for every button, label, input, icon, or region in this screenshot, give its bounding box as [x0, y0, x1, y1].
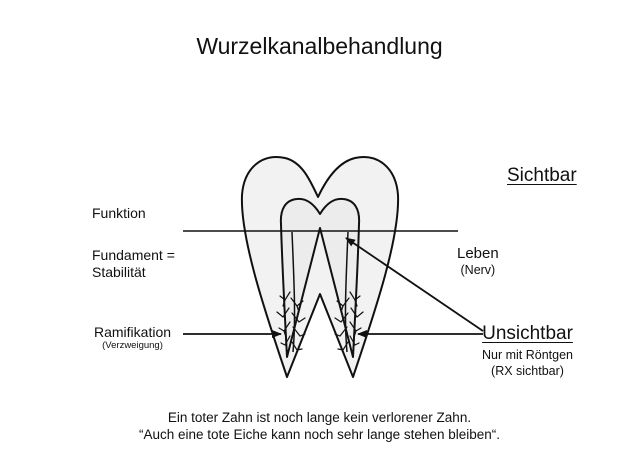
ramification-right [334, 291, 364, 351]
unsichtbar-text: Unsichtbar [482, 323, 573, 344]
ramification-label: Ramifikation (Verzweigung) [94, 325, 171, 351]
roentgen-line2: (RX sichtbar) [491, 363, 564, 378]
nerv-text: (Nerv) [460, 263, 496, 277]
canal-wall-left [291, 231, 296, 353]
funktion-label: Funktion [92, 205, 146, 221]
fundament-label: Fundament = Stabilität [92, 247, 175, 281]
footer-line1: Ein toter Zahn ist noch lange kein verlo… [167, 410, 472, 425]
leben-label: Leben (Nerv) [457, 246, 499, 277]
leben-text: Leben [457, 245, 499, 262]
footer-line2: “Auch eine tote Eiche kann noch sehr lan… [139, 427, 500, 442]
pulp-chamber [279, 197, 361, 358]
fundament-line1: Fundament = [92, 247, 175, 263]
tooth-outline [240, 156, 400, 378]
canal-wall-right [344, 231, 349, 353]
unsichtbar-label: Unsichtbar Nur mit Röntgen (RX sichtbar) [482, 324, 573, 377]
verzweigung-text: (Verzweigung) [102, 340, 163, 351]
ramification-left [276, 291, 306, 351]
fundament-line2: Stabilität [92, 264, 146, 280]
sichtbar-label: Sichtbar [507, 165, 577, 186]
roentgen-line1: Nur mit Röntgen [482, 348, 574, 362]
page-title: Wurzelkanalbehandlung [196, 33, 443, 59]
unsichtbar-arrow-pulp [345, 237, 484, 332]
footer-caption: Ein toter Zahn ist noch lange kein verlo… [0, 409, 639, 443]
ramification-text: Ramifikation [94, 324, 172, 340]
